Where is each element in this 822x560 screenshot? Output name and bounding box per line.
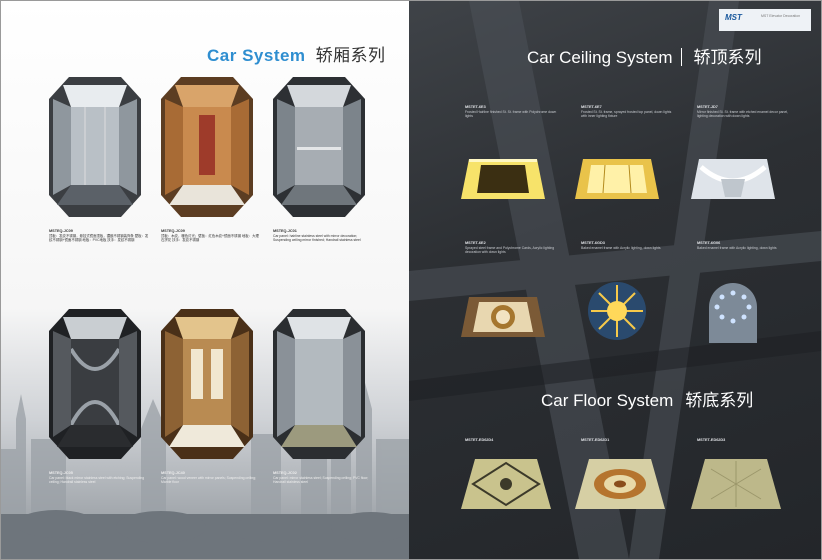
car-image-6: [273, 309, 365, 459]
floor-image-3: [691, 459, 781, 509]
background-beams: [409, 1, 821, 559]
floor-image-2: [575, 459, 665, 509]
ceiling-image-6: [703, 281, 763, 343]
car-image-5: [161, 309, 253, 459]
car-system-title: Car System 轿厢系列: [207, 41, 386, 66]
car-image-2: [161, 77, 253, 217]
ceiling-image-4: [461, 297, 545, 337]
car-image-4: [49, 309, 141, 459]
brand-header: MST MST Elevator Decoration: [719, 9, 811, 31]
brand-tagline: MST Elevator Decoration: [761, 14, 801, 18]
brand-logo: MST: [725, 13, 742, 22]
floor-caption-1: MSTET-ED62D4: [465, 438, 494, 442]
ceiling-image-5: [587, 281, 647, 341]
title-english: Car System: [207, 46, 306, 65]
floor-caption-2: MSTET-ED62D1: [581, 438, 610, 442]
ceiling-image-1: [461, 159, 545, 199]
ceiling-image-2: [575, 159, 659, 199]
ceiling-floor-page: MST MST Elevator Decoration Car Ceiling …: [409, 1, 821, 559]
floor-caption-3: MSTET-ED62D3: [697, 438, 726, 442]
car-image-1: [49, 77, 141, 217]
floor-image-1: [461, 459, 551, 509]
car-image-3: [273, 77, 365, 217]
title-chinese: 轿厢系列: [315, 46, 386, 65]
ceiling-image-3: [691, 159, 775, 199]
